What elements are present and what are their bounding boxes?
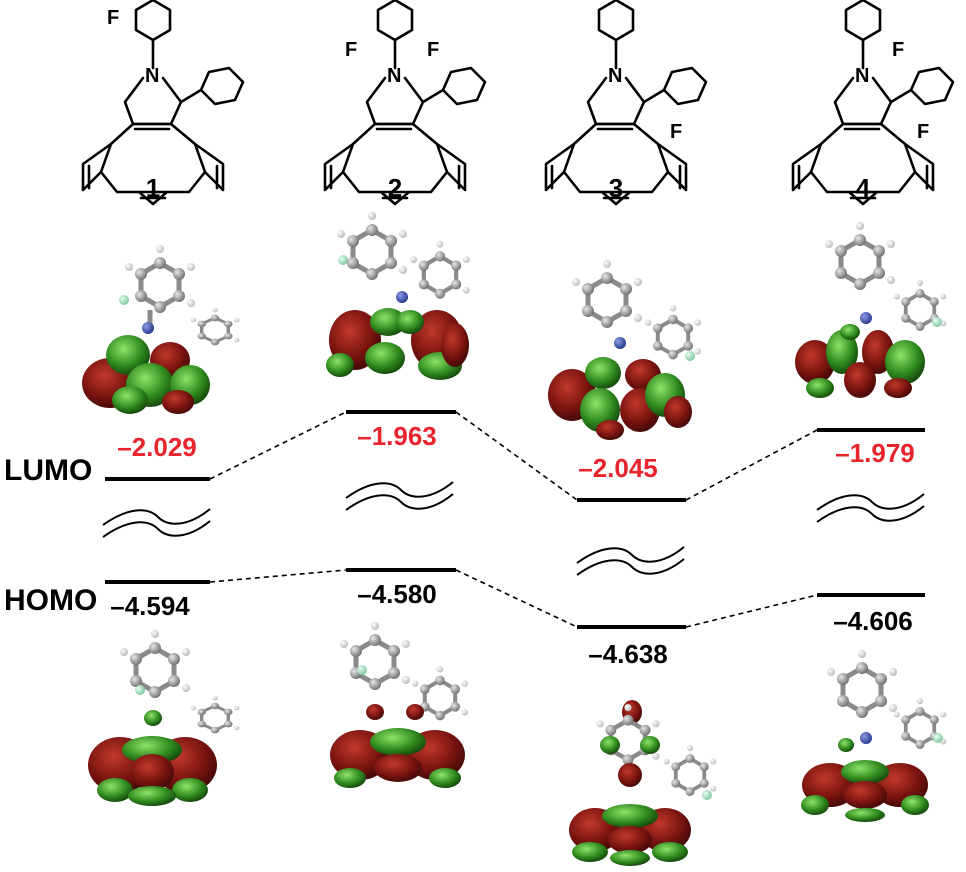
homo-value-2: –4.580 bbox=[357, 579, 437, 609]
fluorine-label-3: F bbox=[670, 121, 682, 143]
fluorine-label-1: F bbox=[107, 7, 119, 29]
lumo-value-3: –2.045 bbox=[578, 453, 658, 483]
gap-marker-3 bbox=[576, 546, 685, 576]
lumo-orbital-4 bbox=[795, 222, 949, 398]
gap-marker-1 bbox=[102, 508, 211, 538]
fluorine-label-2a: F bbox=[345, 39, 357, 61]
lumo-axis-label: LUMO bbox=[4, 454, 92, 487]
homo-connector-2-3 bbox=[455, 569, 578, 628]
nitrogen-label-3: N bbox=[608, 65, 622, 87]
lumo-connector-2-3 bbox=[455, 411, 578, 501]
homo-connector-3-4 bbox=[685, 594, 818, 628]
homo-axis-label: HOMO bbox=[4, 584, 97, 617]
homo-orbital-4 bbox=[801, 650, 949, 822]
homo-orbital-2 bbox=[330, 622, 468, 788]
fluorine-label-2b: F bbox=[427, 39, 439, 61]
lumo-connector-3-4 bbox=[685, 429, 818, 501]
gap-marker-2 bbox=[345, 481, 454, 511]
homo-orbital-3 bbox=[569, 700, 719, 866]
homo-value-3: –4.638 bbox=[588, 639, 668, 669]
fluorine-label-4b: F bbox=[917, 121, 929, 143]
homo-connector-1-2 bbox=[209, 569, 347, 583]
lumo-value-4: –1.979 bbox=[835, 438, 915, 468]
nitrogen-label-1: N bbox=[145, 65, 159, 87]
homo-value-1: –4.594 bbox=[110, 591, 190, 621]
compound-number-2: 2 bbox=[388, 173, 402, 203]
fluorine-label-4a: F bbox=[892, 39, 904, 61]
structure-2 bbox=[323, 0, 487, 206]
structure-3 bbox=[544, 0, 708, 206]
structure-4 bbox=[791, 0, 955, 206]
lumo-connector-1-2 bbox=[209, 411, 347, 480]
compound-number-4: 4 bbox=[856, 173, 871, 203]
compound-number-1: 1 bbox=[146, 173, 160, 203]
homo-orbital-1 bbox=[88, 630, 242, 806]
lumo-orbital-3 bbox=[548, 260, 701, 440]
gap-marker-4 bbox=[816, 493, 925, 523]
nitrogen-label-2: N bbox=[387, 65, 401, 87]
nitrogen-label-4: N bbox=[855, 65, 869, 87]
lumo-orbital-2 bbox=[326, 212, 470, 380]
homo-value-4: –4.606 bbox=[833, 606, 913, 636]
lumo-orbital-1 bbox=[82, 245, 242, 414]
compound-number-3: 3 bbox=[609, 173, 623, 203]
lumo-value-2: –1.963 bbox=[357, 421, 437, 451]
lumo-value-1: –2.029 bbox=[117, 432, 197, 462]
structure-1 bbox=[81, 0, 245, 206]
